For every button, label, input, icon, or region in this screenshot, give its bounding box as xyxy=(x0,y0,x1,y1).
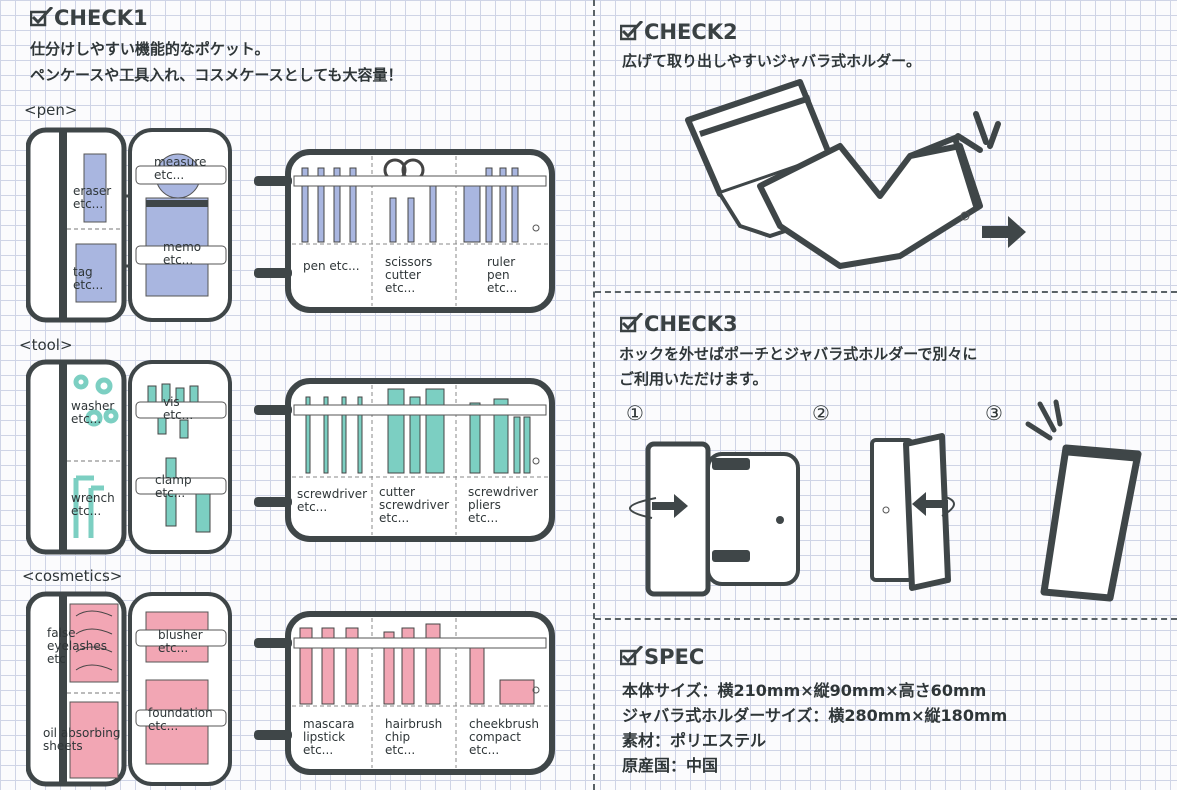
checkbox-icon xyxy=(619,311,644,333)
pen-pouch-label-eraser: eraser etc... xyxy=(73,184,112,211)
accordion-holder-illustration xyxy=(685,79,1026,269)
tool-holder-label-cutter: cutter screwdriver etc... xyxy=(379,485,450,525)
spec-line-origin: 原産国：中国 xyxy=(622,756,719,775)
checkbox-icon xyxy=(619,19,644,41)
check2-title: CHECK2 xyxy=(644,20,738,44)
checkbox-icon xyxy=(619,644,644,666)
cosmetics-pouch-label-blusher: blusher etc... xyxy=(158,628,203,655)
category-cosmetics: <cosmetics> xyxy=(22,567,123,585)
check1-line-1: 仕分けしやすい機能的なポケット。 xyxy=(30,40,270,58)
tool-pouch-illustration xyxy=(26,359,232,555)
cosmetics-holder-label-hairbrush: hairbrush chip etc... xyxy=(385,717,443,757)
step-2-number: ② xyxy=(812,401,830,425)
step-3-illustration xyxy=(1025,399,1142,602)
cosmetics-holder-label-cheekbrush: cheekbrush compact etc... xyxy=(469,717,539,757)
check3-title: CHECK3 xyxy=(644,312,738,336)
checkbox-icon xyxy=(29,5,54,27)
spec-line-body-size: 本体サイズ：横210mm×縦90mm×高さ60mm xyxy=(622,681,987,700)
vertical-divider xyxy=(593,0,595,790)
step-1-illustration xyxy=(629,441,800,597)
tool-pouch-label-clamp: clamp etc... xyxy=(155,473,192,500)
cosmetics-holder-label-mascara: mascara lipstick etc... xyxy=(303,717,355,757)
spec-heading: SPEC xyxy=(619,644,705,669)
tool-holder-illustration xyxy=(254,378,555,542)
tool-pouch-label-wrench: wrench etc... xyxy=(71,491,115,518)
category-tool: <tool> xyxy=(19,336,73,354)
pen-holder-illustration xyxy=(254,149,555,313)
cosmetics-pouch-label-foundation: foundation etc... xyxy=(148,706,213,733)
check3-line-2: ご利用いただけます。 xyxy=(619,370,768,388)
tool-holder-label-screwdriver: screwdriver etc... xyxy=(297,487,368,514)
step-3-number: ③ xyxy=(985,401,1003,425)
tool-holder-label-pliers: screwdriver pliers etc... xyxy=(468,485,539,525)
category-pen: <pen> xyxy=(24,101,78,119)
spec-title: SPEC xyxy=(644,645,705,669)
divider-check3-spec xyxy=(595,618,1177,620)
step-2-illustration xyxy=(870,433,955,591)
check2-line: 広げて取り出しやすいジャバラ式ホルダー。 xyxy=(622,52,921,70)
check1-heading: CHECK1 xyxy=(29,5,148,30)
spec-line-material: 素材：ポリエステル xyxy=(622,731,767,750)
cosmetics-pouch-label-eyelashes: false eyelashes etc xyxy=(47,626,108,666)
spec-line-holder-size: ジャバラ式ホルダーサイズ：横280mm×縦180mm xyxy=(622,706,1008,725)
pen-holder-label-ruler: ruler pen etc... xyxy=(487,255,518,295)
check1-line-2: ペンケースや工具入れ、コスメケースとしても大容量！ xyxy=(30,66,403,84)
check3-line-1: ホックを外せばポーチとジャバラ式ホルダーで別々に xyxy=(619,345,978,363)
pen-holder-label-scissors: scissors cutter etc... xyxy=(385,255,433,295)
pen-pouch-label-memo: memo etc... xyxy=(163,240,202,267)
check1-title: CHECK1 xyxy=(54,6,148,30)
check2-heading: CHECK2 xyxy=(619,19,738,44)
cosmetics-pouch-illustration xyxy=(26,591,232,787)
tool-pouch-label-vis: vis etc... xyxy=(163,395,194,422)
pen-holder-label-pen: pen etc... xyxy=(303,259,360,273)
divider-check2-check3 xyxy=(595,291,1177,293)
step-1-number: ① xyxy=(626,401,644,425)
pen-pouch-illustration xyxy=(26,127,232,323)
tool-pouch-label-washer: washer etc... xyxy=(71,399,115,426)
pen-pouch-label-tag: tag etc... xyxy=(73,265,104,292)
pen-pouch-label-measure: measure etc... xyxy=(154,155,207,182)
cosmetics-pouch-label-oil-sheets: oil absorbing sheets xyxy=(43,726,121,753)
check3-heading: CHECK3 xyxy=(619,311,738,336)
cosmetics-holder-illustration xyxy=(254,611,555,775)
